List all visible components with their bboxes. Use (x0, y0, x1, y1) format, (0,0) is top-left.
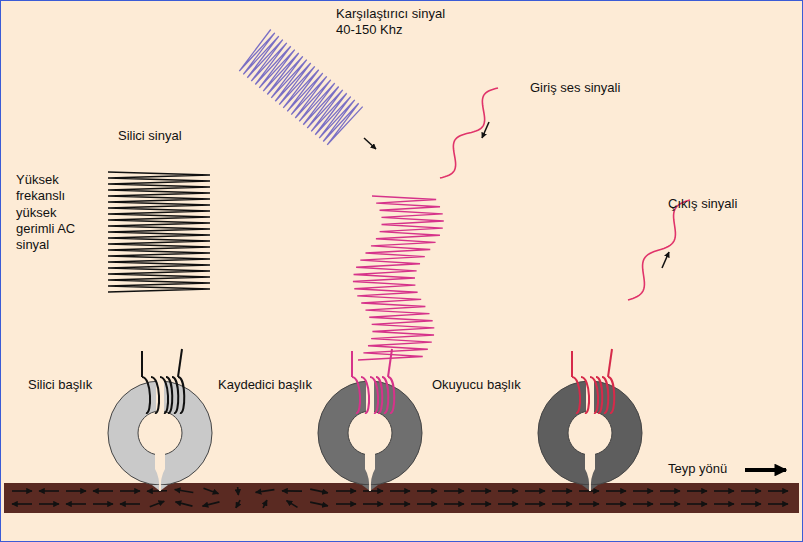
magnet-arrow (336, 503, 356, 505)
label: Okuyucu başlık (432, 377, 537, 393)
input-signal (440, 88, 498, 178)
magnet-arrow (714, 490, 734, 492)
bias-signal (237, 30, 362, 147)
magnet-arrow (263, 500, 267, 508)
heads (108, 349, 642, 491)
magnet-arrow (287, 501, 298, 508)
magnet-arrow (741, 503, 761, 505)
magnet-arrow (417, 503, 437, 505)
magnet-arrow (471, 503, 491, 505)
magnet-arrow (444, 490, 464, 492)
erase-signal (108, 172, 210, 292)
magnet-arrow (93, 503, 113, 505)
magnet-arrow (741, 490, 761, 492)
magnet-arrow (768, 503, 788, 505)
magnet-arrow (256, 490, 275, 493)
magnet-arrow (498, 503, 518, 505)
magnet-arrow (363, 490, 383, 492)
magnet-arrow (203, 502, 220, 506)
magnet-arrow (606, 503, 626, 505)
magnet-arrow (120, 490, 140, 492)
head-core (538, 349, 642, 491)
magnet-arrow (310, 489, 328, 493)
label: Giriş ses sinyali (530, 80, 640, 96)
magnet-arrow (660, 490, 680, 492)
magnet-arrow (363, 503, 383, 505)
magnet-arrow (175, 490, 194, 493)
magnet-arrow (552, 503, 572, 505)
magnet-arrow (525, 503, 545, 505)
magnet-arrow (39, 503, 59, 505)
label: Çıkış sinyali (668, 196, 768, 212)
head-core (108, 349, 212, 491)
magnetic-tape (4, 483, 799, 513)
magnet-arrow (66, 503, 86, 505)
magnet-arrow (390, 490, 410, 492)
magnet-arrow (282, 490, 302, 492)
magnet-arrow (120, 503, 140, 505)
magnet-arrow (66, 490, 86, 492)
magnet-arrow (12, 490, 32, 492)
magnet-arrow (444, 503, 464, 505)
magnet-arrow (310, 502, 328, 506)
magnet-arrow (336, 490, 356, 492)
magnet-arrow (660, 503, 680, 505)
magnet-arrow (552, 490, 572, 492)
record-signal (353, 196, 444, 360)
label: Silici başlık (28, 377, 123, 393)
label: Kaydedici başlık (218, 377, 333, 393)
magnet-arrow (39, 490, 59, 492)
head-core (318, 349, 422, 491)
magnet-arrow (93, 490, 113, 492)
magnet-arrow (498, 490, 518, 492)
magnet-arrow (525, 490, 545, 492)
magnet-arrow (390, 503, 410, 505)
magnet-arrow (768, 490, 788, 492)
label: Karşılaştırıcı sinyal 40-150 Khz (336, 6, 461, 39)
magnet-arrow (150, 501, 164, 507)
magnet-arrow (417, 490, 437, 492)
magnet-arrow (579, 503, 599, 505)
magnet-arrow (633, 503, 653, 505)
label: Yüksek frekanslı yüksek gerimli AC sinya… (16, 172, 98, 253)
magnet-arrow (606, 490, 626, 492)
magnet-arrow (237, 487, 239, 495)
magnet-arrow (714, 503, 734, 505)
magnet-arrow (687, 490, 707, 492)
signals (108, 30, 690, 360)
magnet-arrow (147, 490, 167, 492)
magnet-arrow (12, 503, 32, 505)
magnet-arrow (633, 490, 653, 492)
magnet-arrow (204, 488, 219, 493)
magnet-arrow (471, 490, 491, 492)
direction-arrow (745, 468, 786, 472)
magnet-arrow (236, 500, 240, 508)
label: Silici sinyal (118, 128, 218, 144)
magnet-arrow (176, 502, 193, 506)
output-signal (628, 200, 690, 300)
tape-magnetization (12, 487, 788, 508)
magnet-arrow (687, 503, 707, 505)
label: Teyp yönü (668, 461, 743, 477)
